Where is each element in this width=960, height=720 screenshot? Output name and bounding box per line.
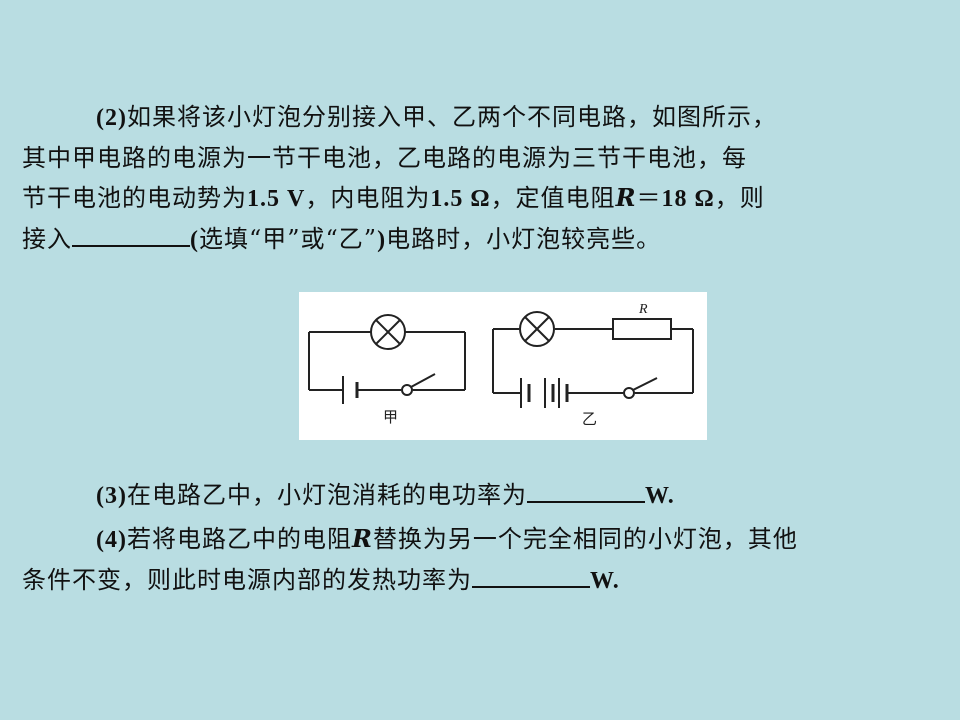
resistor-symbol: R xyxy=(615,183,637,212)
equals-sign: ＝ xyxy=(636,184,662,212)
part2-number: (2) xyxy=(96,105,127,131)
close-paren: ) xyxy=(377,227,387,253)
answer-blank-part4[interactable] xyxy=(472,566,590,588)
lamp-jia-icon xyxy=(370,314,406,350)
part4-text-b: 替换为另一个完全相同的小灯泡，其他 xyxy=(372,525,798,553)
part3-line: (3)在电路乙中，小灯泡消耗的电功率为 W. xyxy=(22,475,942,516)
part2-text-internal-intro: ，内电阻为 xyxy=(305,184,431,212)
part4-resistor-symbol: R xyxy=(351,524,373,553)
part4-line2: 条件不变，则此时电源内部的发热功率为 W. xyxy=(22,560,942,601)
part2-text-resistor-intro: ，定值电阻 xyxy=(490,184,616,212)
part4-line1: (4)若将电路乙中的电阻R替换为另一个完全相同的小灯泡，其他 xyxy=(22,519,942,560)
part2-text-brighter: 电路时，小灯泡较亮些。 xyxy=(386,225,662,253)
answer-blank-part3[interactable] xyxy=(526,481,645,503)
part4-unit: W. xyxy=(590,568,620,594)
question-part-3: (3)在电路乙中，小灯泡消耗的电功率为 W. xyxy=(22,475,942,516)
part2-line4: 接入 (选填“甲”或“乙”)电路时，小灯泡较亮些。 xyxy=(22,219,942,260)
open-paren: ( xyxy=(190,227,199,253)
switch-jia-icon xyxy=(401,373,436,396)
answer-blank-part2[interactable] xyxy=(72,225,190,247)
lamp-yi-icon xyxy=(519,311,555,347)
part3-number: (3) xyxy=(96,483,127,509)
part4-text-a: 若将电路乙中的电阻 xyxy=(126,525,352,553)
part4-text-line2: 条件不变，则此时电源内部的发热功率为 xyxy=(22,566,472,594)
circuit-jia xyxy=(308,331,466,391)
part2-line1: (2)如果将该小灯泡分别接入甲、乙两个不同电路，如图所示， xyxy=(22,97,942,138)
resistor-icon xyxy=(612,318,672,340)
label-resistor-R: R xyxy=(638,302,648,317)
part3-text: 在电路乙中，小灯泡消耗的电功率为 xyxy=(126,481,527,509)
part2-text-line1: 如果将该小灯泡分别接入甲、乙两个不同电路，如图所示， xyxy=(126,103,777,131)
resistor-value: 18 Ω xyxy=(661,186,715,212)
emf-value: 1.5 V xyxy=(247,186,306,212)
question-part-4: (4)若将电路乙中的电阻R替换为另一个完全相同的小灯泡，其他 条件不变，则此时电… xyxy=(22,519,942,601)
circuit-diagrams-svg: R 甲 乙 xyxy=(308,302,694,428)
circuit-yi xyxy=(492,328,694,394)
part2-line3: 节干电池的电动势为1.5 V，内电阻为1.5 Ω，定值电阻R＝18 Ω，则 xyxy=(22,178,942,219)
part2-text-emf-intro: 节干电池的电动势为 xyxy=(22,184,247,212)
battery-yi-icon xyxy=(520,378,569,408)
internal-resistance-value: 1.5 Ω xyxy=(430,186,491,212)
switch-yi-icon xyxy=(623,377,658,399)
label-circuit-yi: 乙 xyxy=(582,410,597,428)
part2-text-connect: 接入 xyxy=(22,225,72,253)
circuit-diagram-figure: R 甲 乙 xyxy=(299,292,707,440)
label-circuit-jia: 甲 xyxy=(383,408,398,426)
part2-text-then: ，则 xyxy=(714,184,765,212)
battery-jia-icon xyxy=(342,376,359,404)
question-part-2: (2)如果将该小灯泡分别接入甲、乙两个不同电路，如图所示， 其中甲电路的电源为一… xyxy=(22,97,942,260)
part3-unit: W. xyxy=(644,483,675,509)
part2-line2: 其中甲电路的电源为一节干电池，乙电路的电源为三节干电池，每 xyxy=(22,144,747,172)
part4-number: (4) xyxy=(96,527,127,553)
part2-choice-hint: 选填“甲”或“乙” xyxy=(199,225,378,253)
